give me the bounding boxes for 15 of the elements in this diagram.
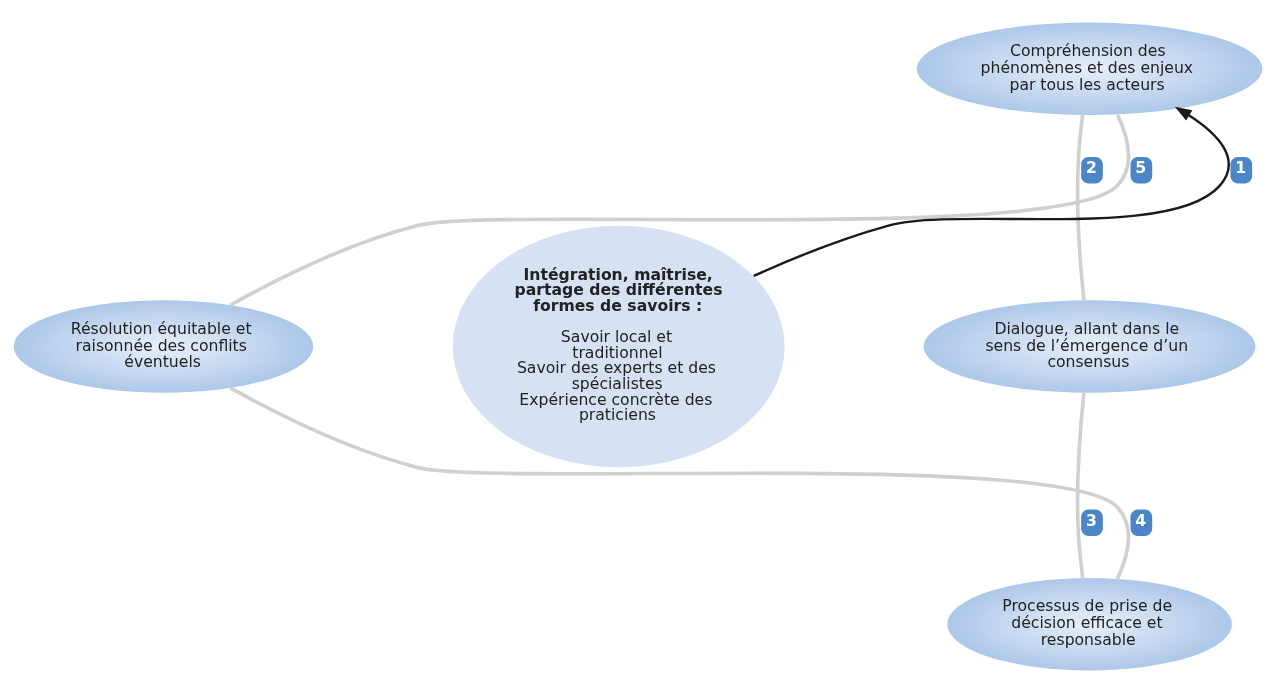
connector (1075, 114, 1086, 301)
node-ellipse: Dialogue, allant dans le sens de l’émergence d’un consensus (923, 300, 1256, 393)
edge-label: 2 (1085, 158, 1097, 178)
edge-label: 3 (1085, 510, 1097, 530)
edge-label: 5 (1135, 158, 1147, 178)
edge-label: 1 (1235, 158, 1247, 178)
edge-label: 4 (1135, 510, 1147, 530)
node-ellipse: Compréhension des phénomènes et des enjeux par tous les acteurs (916, 22, 1263, 115)
node-ellipse: Résolution équitable et raisonnée des conflits éventuels (13, 300, 314, 393)
arrow (753, 106, 1230, 278)
node-ellipse: Intégration, maîtrise, partage des différentes formes de savoirs : Savoir local et traditionnel Savoir des experts et des spécialistes Expérience concrète des praticiens (452, 225, 785, 468)
connector (229, 113, 1131, 307)
connector (229, 386, 1131, 580)
node-ellipse: Processus de prise de décision efficace et responsable (947, 578, 1232, 671)
connector (1075, 392, 1086, 579)
